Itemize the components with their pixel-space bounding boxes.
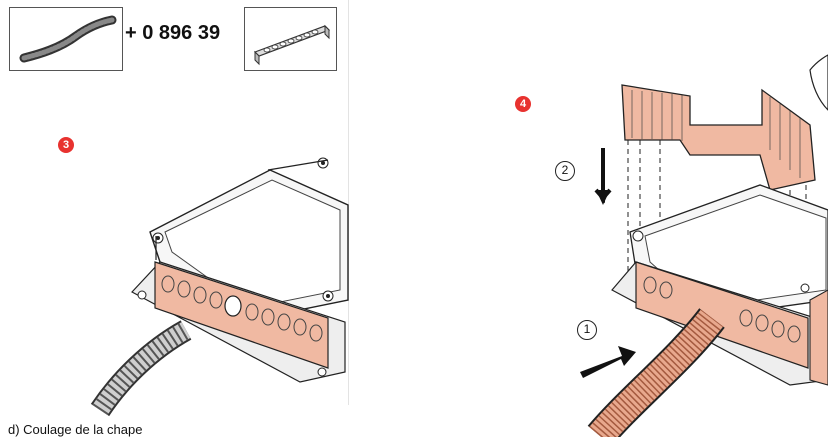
- step-3-panel: + 0 896 39 3: [0, 0, 350, 417]
- floor-box-illustration-step-3: [90, 157, 349, 417]
- hose-part-box: [9, 7, 123, 71]
- step-3-badge: 3: [58, 137, 74, 153]
- step-4-badge: 4: [515, 96, 531, 112]
- sub-step-2-marker: 2: [555, 161, 575, 181]
- perforated-bracket-icon: [253, 24, 331, 66]
- section-caption: d) Coulage de la chape: [8, 422, 143, 437]
- part-code: + 0 896 39: [125, 22, 221, 44]
- corrugated-hose-icon: [19, 15, 117, 63]
- panel-divider: [348, 0, 349, 405]
- sub-step-1-marker: 1: [577, 320, 597, 340]
- bracket-part-box: [244, 7, 337, 71]
